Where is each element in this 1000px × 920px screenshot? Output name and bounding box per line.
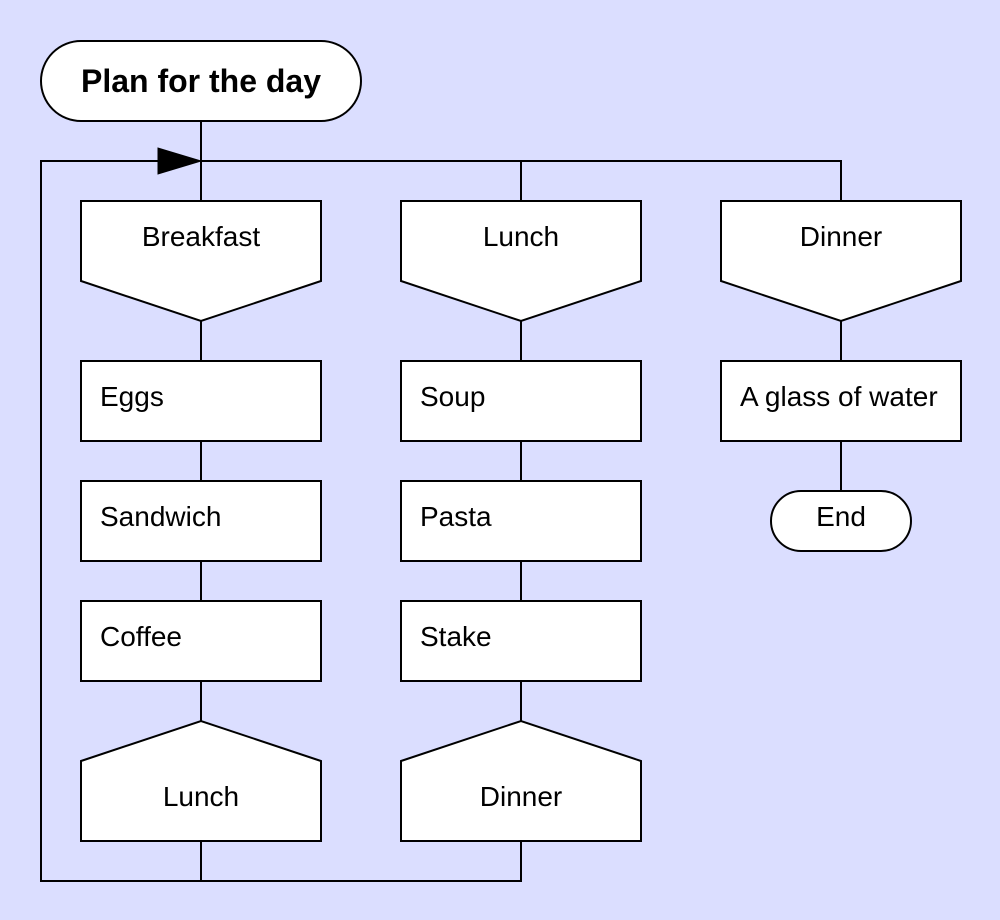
process-shape: [400, 360, 642, 442]
column-lunch: Lunch Soup Pasta Stake Dinner: [400, 200, 642, 842]
header-node-lunch[interactable]: Lunch: [400, 200, 642, 323]
process-shape: [720, 360, 962, 442]
process-label-stake: Stake: [420, 621, 492, 652]
connector-loop-back: [40, 160, 202, 882]
header-node-dinner[interactable]: Dinner: [720, 200, 962, 323]
start-node[interactable]: Plan for the day: [40, 40, 362, 122]
process-node-coffee[interactable]: Coffee: [80, 600, 322, 682]
footer-node-dinner[interactable]: Dinner: [400, 719, 642, 842]
column-dinner: Dinner A glass of water End: [720, 200, 962, 552]
footer-label-lunch: Lunch: [163, 781, 239, 812]
column-breakfast: Breakfast Eggs Sandwich Coffee Lunch: [80, 200, 322, 842]
header-label-dinner: Dinner: [800, 221, 882, 252]
header-label-lunch: Lunch: [483, 221, 559, 252]
onpage-connector-shape: [80, 719, 322, 842]
start-node-label: Plan for the day: [81, 63, 321, 99]
process-node-sandwich[interactable]: Sandwich: [80, 480, 322, 562]
offpage-connector-shape: [80, 200, 322, 323]
process-shape: [80, 480, 322, 562]
process-node-eggs[interactable]: Eggs: [80, 360, 322, 442]
process-node-pasta[interactable]: Pasta: [400, 480, 642, 562]
offpage-connector-shape: [400, 200, 642, 323]
footer-label-dinner: Dinner: [480, 781, 562, 812]
process-shape: [80, 360, 322, 442]
process-shape: [400, 600, 642, 682]
offpage-connector-shape: [720, 200, 962, 323]
process-shape: [400, 480, 642, 562]
process-shape: [80, 600, 322, 682]
footer-node-lunch[interactable]: Lunch: [80, 719, 322, 842]
process-label-eggs: Eggs: [100, 381, 164, 412]
process-label-pasta: Pasta: [420, 501, 492, 532]
process-label-water: A glass of water: [740, 381, 938, 412]
start-node-shape: [40, 40, 362, 122]
onpage-connector-shape: [400, 719, 642, 842]
process-label-soup: Soup: [420, 381, 485, 412]
arrowhead-icon: [157, 147, 203, 175]
header-node-breakfast[interactable]: Breakfast: [80, 200, 322, 323]
process-label-sandwich: Sandwich: [100, 501, 221, 532]
process-node-soup[interactable]: Soup: [400, 360, 642, 442]
process-node-stake[interactable]: Stake: [400, 600, 642, 682]
connector-dinner-return: [201, 841, 522, 882]
connectors: [40, 121, 842, 882]
process-label-coffee: Coffee: [100, 621, 182, 652]
header-label-breakfast: Breakfast: [142, 221, 260, 252]
connector-top-bus: [201, 160, 842, 201]
end-node[interactable]: End: [770, 490, 912, 552]
process-node-water[interactable]: A glass of water: [720, 360, 962, 442]
end-node-label: End: [816, 501, 866, 532]
end-node-shape: [770, 490, 912, 552]
